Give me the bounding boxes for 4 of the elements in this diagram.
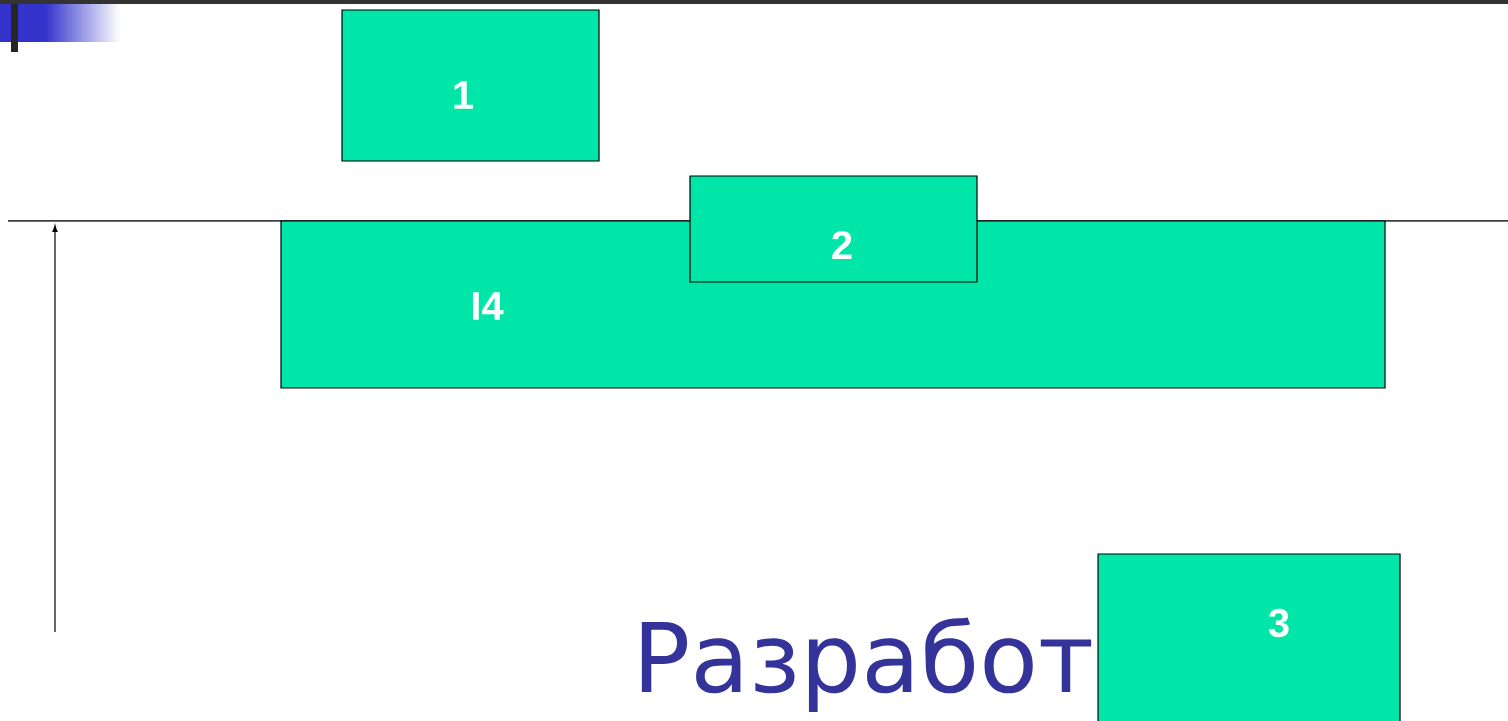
heading-text: Разработ	[641, 617, 1092, 712]
process-box: 2	[689, 175, 978, 283]
process-box: 3	[1097, 553, 1401, 721]
process-box: 1	[341, 9, 600, 162]
